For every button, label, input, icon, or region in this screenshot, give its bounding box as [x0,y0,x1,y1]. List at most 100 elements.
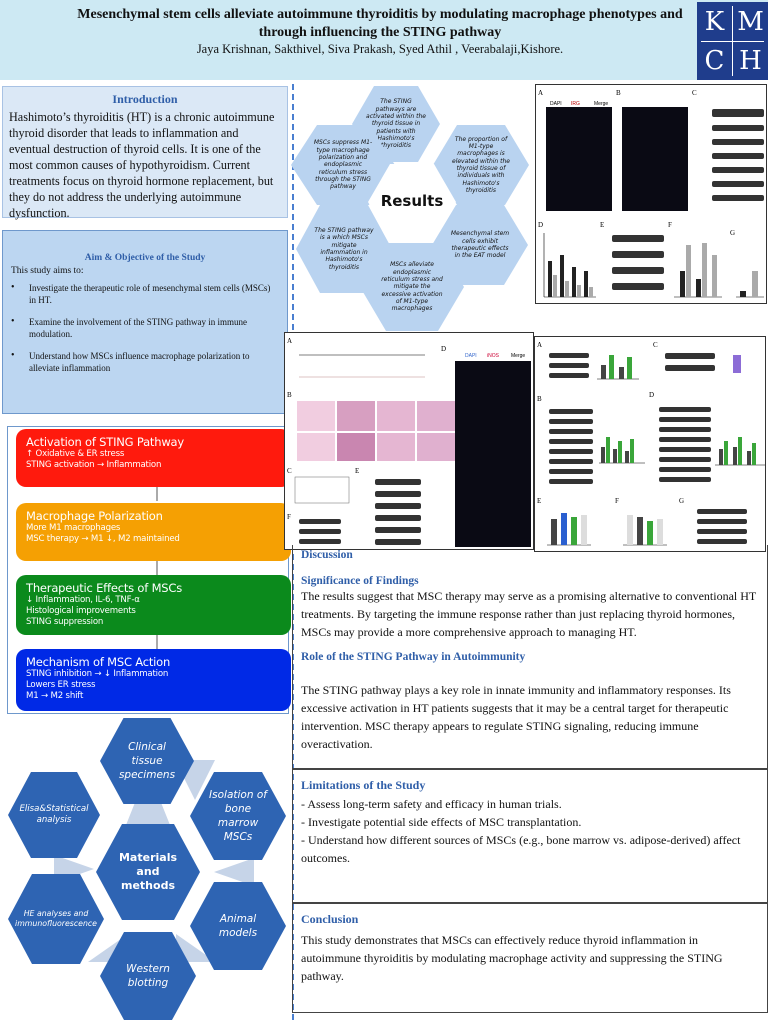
panel-label-e: E [537,497,541,505]
aim-lead: This study aims to: [11,266,84,276]
flow-step-line: Lowers ER stress [26,680,96,690]
channel-label: Merge [594,101,608,107]
method-hex: Animal models [190,882,286,970]
panel-label-e: E [600,221,604,229]
flow-step-line: ↓ Inflammation, IL-6, TNF-α [26,595,140,605]
panel-label-b: B [537,395,542,403]
introduction-section: Introduction Hashimoto’s thyroiditis (HT… [2,86,288,220]
panel-label-a: A [538,89,543,97]
logo-letter: K [704,7,725,37]
flow-step-line: More M1 macrophages [26,523,121,533]
flow-step-title: Mechanism of MSC Action [26,655,171,669]
western-blot-e [375,479,421,545]
panel-label-d: D [649,391,654,399]
bar-chart-d [715,437,765,466]
bar-chart-f [623,515,667,546]
figure-1-graphic: A DAPI IRG Merge B C D E F [538,89,764,298]
panel-label-d: D [441,345,446,353]
figure-2-graphic: A B C E F D DAPI iNOS Merge [287,337,531,547]
western-blot-f [299,519,341,544]
panel-label-e: E [355,467,359,475]
logo-letter: C [704,46,725,76]
panel-label-a: A [537,341,542,349]
list-item: •Examine the involvement of the STING pa… [11,316,247,339]
flow-step-line: STING suppression [26,617,104,627]
discussion-heading: Discussion [301,549,353,561]
flow-step-title: Macrophage Polarization [26,509,163,523]
aim-list: •Investigate the therapeutic role of mes… [3,276,287,374]
logo-letter: M [737,7,764,37]
conclusion-heading: Conclusion [301,912,359,926]
flow-step-line: ↑ Oxidative & ER stress [26,449,125,459]
micrograph-grid-d [455,361,531,547]
channel-label: DAPI [465,353,477,359]
flow-step-therapeutic-effects: Therapeutic Effects of MSCs ↓ Inflammati… [16,575,291,635]
panel-label-g: G [730,229,735,237]
result-hex: MSCs alleviate endoplasmic reticulum str… [360,243,464,331]
bar-c [733,355,741,373]
method-hex: Clinical tissue specimens [100,718,194,804]
micrograph-grid-a [546,107,612,211]
western-blot-a [549,353,589,378]
panel-label-c: C [692,89,697,97]
channel-label: DAPI [550,101,562,107]
panel-label-a: A [287,337,292,345]
institution-logo: K M C H [697,2,768,80]
aim-item-text: Understand how MSCs influence macrophage… [29,351,250,373]
panel-label-d: D [538,221,543,229]
flow-step-line: M1 → M2 shift [26,691,84,701]
flow-connector [156,635,158,649]
western-blot-c [712,109,764,201]
flow-connector [156,561,158,575]
method-hex: Western blotting [100,932,196,1020]
western-blot-b [549,409,593,484]
bar-chart-g [736,271,764,298]
list-item: •Understand how MSCs influence macrophag… [11,350,250,373]
panel-label-b: B [616,89,621,97]
bar-chart-f [674,243,722,298]
mechanism-flowchart: Activation of STING Pathway ↑ Oxidative … [7,426,291,714]
column-divider [292,84,294,1020]
logo-letter: H [739,46,762,76]
discussion-section: Discussion Significance of Findings The … [292,545,768,769]
flow-step-line: MSC therapy → M1 ↓, M2 maintained [26,534,180,544]
panel-label-f: F [615,497,619,505]
bar-chart-a [597,355,639,380]
method-hex: HE analyses and immunofluorescence [8,874,104,964]
limitations-heading: Limitations of the Study [301,778,426,792]
discussion-text: The STING pathway plays a key role in in… [301,683,731,751]
limitation-item: - Investigate potential side effects of … [301,815,582,829]
panel-label-f: F [668,221,672,229]
micrograph-grid-b [622,107,688,211]
channel-label: IRG [571,101,580,107]
bar-chart-d [543,233,596,298]
figure-panel-1: A DAPI IRG Merge B C D E F [535,84,767,304]
hex-connector [214,858,254,886]
aim-item-text: Investigate the therapeutic role of mese… [29,283,271,305]
aim-heading: Aim & Objective of the Study [84,253,206,263]
figure-panel-3: A C B D [534,336,766,552]
panel-label-g: G [679,497,684,505]
bar-chart-e [547,513,591,546]
conclusion-text: This study demonstrates that MSCs can ef… [301,933,723,983]
poster-title: Mesenchymal stem cells alleviate autoimm… [77,7,683,40]
western-blot-d [659,407,711,482]
flow-step-title: Therapeutic Effects of MSCs [26,581,183,595]
flow-step-line: Histological improvements [26,606,136,616]
panel-label-c: C [287,467,292,475]
channel-label: Merge [511,353,525,359]
panel-label-f: F [287,513,291,521]
flow-step-line: STING inhibition → ↓ Inflammation [26,669,169,679]
introduction-text: Hashimoto’s thyroiditis (HT) is a chroni… [9,110,275,220]
discussion-text: The results suggest that MSC therapy may… [301,589,757,639]
method-hex: Isolation of bone marrow MSCs [190,772,286,860]
bar-chart-b [599,437,645,464]
flow-step-title: Activation of STING Pathway [26,435,184,449]
method-hex: Elisa&Statistical analysis [8,772,100,858]
author-list: Jaya Krishnan, Sakthivel, Siva Prakash, … [196,42,564,56]
flow-step-sting-activation: Activation of STING Pathway ↑ Oxidative … [16,429,291,487]
limitation-item: - Assess long-term safety and efficacy i… [301,797,562,811]
flow-step-msc-mechanism: Mechanism of MSC Action STING inhibition… [16,649,291,711]
logo-divider [701,41,764,42]
flow-step-line: STING activation → Inflammation [26,460,162,470]
